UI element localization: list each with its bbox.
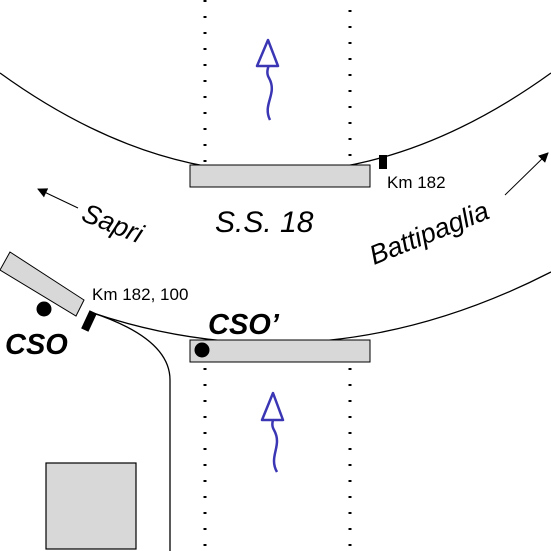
sensor-bar-top xyxy=(189,164,371,188)
km-post-icon xyxy=(379,155,387,169)
sensor-bar-bottom xyxy=(189,339,371,363)
wavy-up-arrow-icon xyxy=(255,38,280,121)
sensor-bar-side xyxy=(0,251,85,317)
station-dot-icon xyxy=(36,301,52,317)
km-marker-north-label: Km 182 xyxy=(387,173,446,192)
road-name-label: S.S. 18 xyxy=(215,206,314,239)
straight-arrow-icon xyxy=(37,188,79,209)
km-marker-west-label: Km 182, 100 xyxy=(92,285,188,304)
road-upper-edge xyxy=(0,72,551,174)
road-lower-edge xyxy=(89,271,551,344)
side-road-curve xyxy=(89,311,171,551)
km-post-icon xyxy=(81,310,97,332)
direction-left-label: Sapri xyxy=(78,198,149,250)
wavy-up-arrow-icon xyxy=(260,391,285,473)
station-center-label: CSO’ xyxy=(208,309,280,341)
straight-arrow-icon xyxy=(504,152,549,196)
direction-right-label: Battipaglia xyxy=(365,196,493,271)
building-block xyxy=(45,462,137,550)
station-west-label: CSO xyxy=(5,329,68,361)
station-dot-icon xyxy=(194,342,210,358)
